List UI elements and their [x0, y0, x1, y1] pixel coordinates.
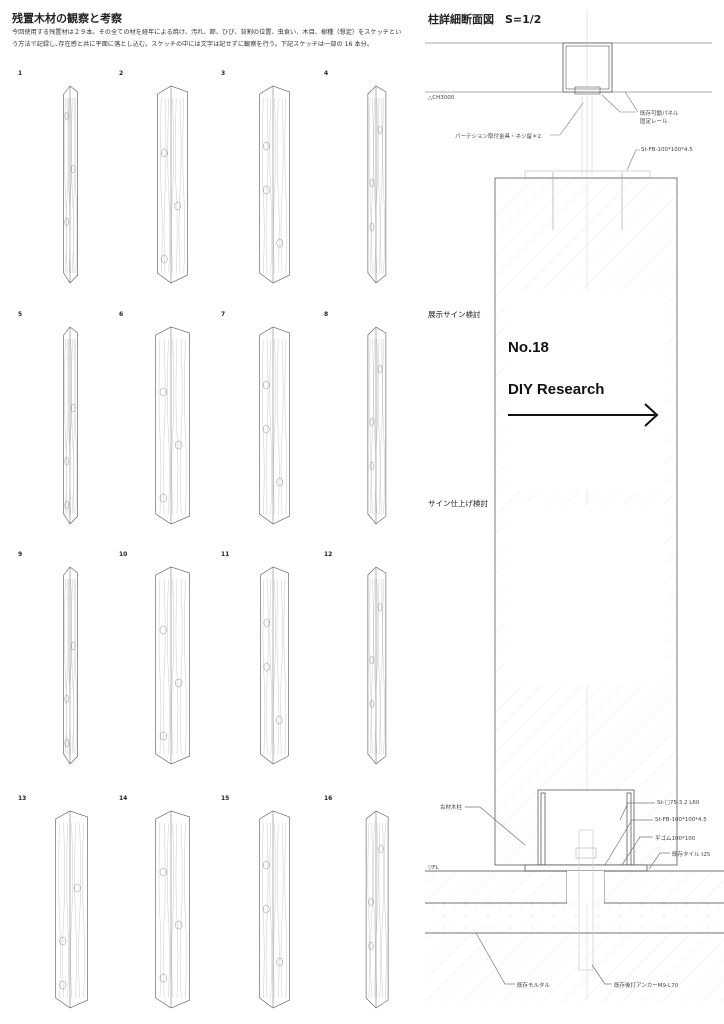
partition-label: パーテション取付金具・ネジ留＊2: [455, 134, 542, 140]
rubber-label: 平ゴム100*100: [655, 836, 696, 842]
wood-post-label: 古材木柱: [440, 805, 463, 811]
sketch-number: 4: [324, 70, 329, 77]
sketch-number: 5: [18, 311, 23, 318]
sketch-number: 14: [119, 795, 128, 802]
sketch-number: 12: [324, 551, 333, 558]
fl-label: ▽FL: [428, 865, 439, 871]
sketch-number: 10: [119, 551, 128, 558]
base-detail: [425, 789, 724, 1003]
fb-top-label: St-FB-100*100*4.5: [641, 147, 693, 153]
steel-box-label: St-□75-3.2 L60: [657, 800, 700, 806]
sketch-number: 1: [18, 70, 23, 77]
sign-section-title: 展示サイン検討: [428, 310, 481, 319]
sketch-number: 13: [18, 795, 27, 802]
section-title: 柱詳細断面図 S=1/2: [428, 13, 542, 26]
sketch-number: 2: [119, 70, 124, 77]
sketch-number: 8: [324, 311, 329, 318]
tile-label: 既存タイル t25: [672, 852, 711, 858]
description: 今回使用する残置材は２９本。その全ての材を経年による焼け、汚れ、節、ひび、背割の…: [12, 29, 402, 48]
rail-label-2: 固定レール: [640, 119, 668, 125]
sketch-number: 3: [221, 70, 226, 77]
sign-number: No.18: [508, 339, 549, 356]
sign-name: DIY Research: [508, 381, 605, 398]
sketch-number: 15: [221, 795, 230, 802]
mortar-label: 既存モルタル: [517, 983, 551, 989]
sketch-number: 16: [324, 795, 333, 802]
sketch-number: 7: [221, 311, 226, 318]
fb-bottom-label: St-FB-100*100*4.5: [655, 817, 707, 823]
finish-section-title: サイン仕上げ検討: [428, 499, 488, 508]
ch-level-label: △CH3000: [428, 95, 455, 101]
sketch-number: 6: [119, 311, 124, 318]
ceiling-detail: [425, 10, 712, 179]
anchor-label: 既存後打アンカーM9-L70: [614, 983, 679, 989]
page-title: 残置木材の観察と考察: [12, 12, 122, 25]
sketch-number: 11: [221, 551, 230, 558]
sketch-number: 9: [18, 551, 23, 558]
rail-label-1: 既存可動パネル: [640, 111, 679, 117]
sign-area: [505, 290, 665, 685]
